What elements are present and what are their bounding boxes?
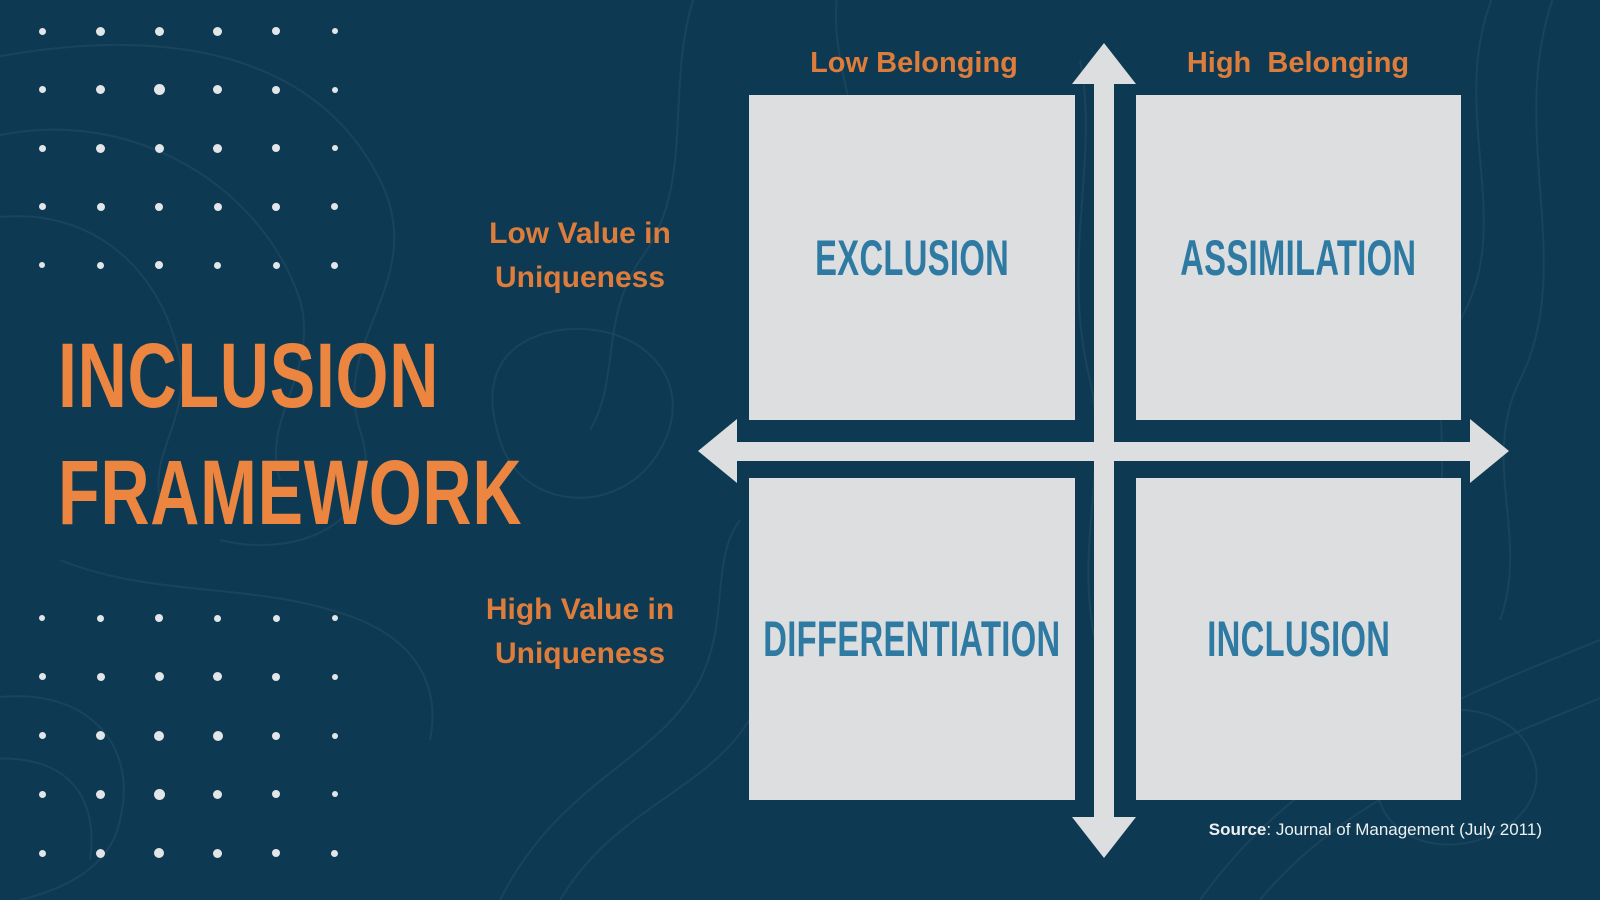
axis-label-low-belonging: Low Belonging — [810, 47, 1018, 79]
axis-label-high-uniqueness: High Value in Uniqueness — [400, 588, 760, 676]
dot — [272, 85, 280, 94]
title-line-1: INCLUSION — [58, 325, 440, 427]
axis-label-high-belonging: High Belonging — [1186, 47, 1410, 79]
dot — [154, 730, 164, 741]
dot — [96, 202, 105, 211]
dot — [214, 614, 221, 622]
dot — [331, 28, 338, 34]
dot — [97, 614, 104, 622]
dot — [213, 672, 222, 682]
axis-label-high-uniqueness-line2: Uniqueness — [494, 637, 666, 670]
dot — [272, 261, 280, 269]
dot — [38, 673, 46, 681]
dot — [155, 202, 163, 211]
dot — [272, 849, 280, 857]
dot — [154, 672, 164, 682]
dot — [39, 262, 45, 268]
dot — [96, 848, 105, 858]
axis-label-low-uniqueness-line1: Low Value in — [489, 217, 671, 250]
dot — [38, 86, 46, 93]
dot — [155, 614, 163, 622]
dot — [38, 144, 46, 152]
dot — [96, 731, 105, 740]
source-text: : Journal of Management (July 2011) — [1266, 820, 1542, 839]
dot — [212, 730, 223, 741]
dot — [213, 789, 222, 799]
dot — [331, 203, 338, 210]
dot — [39, 615, 45, 621]
dot — [38, 790, 46, 798]
dot — [272, 27, 280, 35]
dot — [331, 849, 338, 857]
quadrant-differentiation: DIFFERENTIATION — [749, 478, 1075, 800]
dot — [272, 144, 280, 152]
dot — [96, 26, 105, 36]
dot — [331, 261, 338, 269]
axis-label-high-uniqueness-line1: High Value in — [485, 593, 675, 626]
dot — [272, 731, 280, 740]
quadrant-assimilation: ASSIMILATION — [1136, 95, 1461, 420]
dot — [38, 732, 46, 739]
axis-label-low-uniqueness: Low Value in Uniqueness — [400, 212, 760, 300]
dot — [96, 85, 105, 94]
dot — [331, 615, 338, 621]
dot — [154, 26, 164, 36]
source-prefix: Source — [1208, 820, 1267, 839]
quadrant-assimilation-label: ASSIMILATION — [1180, 229, 1417, 286]
title-line-2: FRAMEWORK — [58, 442, 523, 544]
dot — [154, 143, 164, 153]
dot — [97, 261, 104, 269]
dot — [38, 849, 46, 857]
quadrant-differentiation-label: DIFFERENTIATION — [763, 611, 1061, 667]
source-attribution: Source: Journal of Management (July 2011… — [1209, 819, 1542, 841]
dot — [213, 26, 222, 36]
dot — [96, 789, 105, 799]
dot — [331, 145, 338, 151]
dot — [331, 791, 338, 798]
dot — [96, 143, 105, 153]
dot — [272, 672, 280, 681]
axis-label-low-uniqueness-line2: Uniqueness — [494, 261, 666, 294]
quadrant-exclusion-label: EXCLUSION — [814, 229, 1009, 286]
quadrant-inclusion: INCLUSION — [1136, 478, 1461, 800]
dot — [213, 848, 222, 858]
dot — [155, 261, 163, 269]
dot — [153, 788, 165, 800]
dot — [214, 261, 221, 269]
dot — [272, 202, 280, 211]
quadrant-exclusion: EXCLUSION — [749, 95, 1075, 420]
dot — [96, 672, 105, 681]
dot — [331, 86, 338, 93]
dot — [38, 27, 46, 35]
dot — [331, 732, 338, 739]
dot — [213, 85, 222, 94]
dot — [154, 848, 164, 858]
dot — [272, 790, 280, 799]
dot — [331, 673, 338, 680]
quadrant-inclusion-label: INCLUSION — [1206, 611, 1391, 667]
dot — [38, 203, 46, 210]
page-title: INCLUSION FRAMEWORK — [58, 318, 522, 552]
dot — [153, 84, 165, 95]
dot — [213, 143, 222, 153]
dot — [213, 202, 222, 211]
dot — [272, 614, 280, 622]
